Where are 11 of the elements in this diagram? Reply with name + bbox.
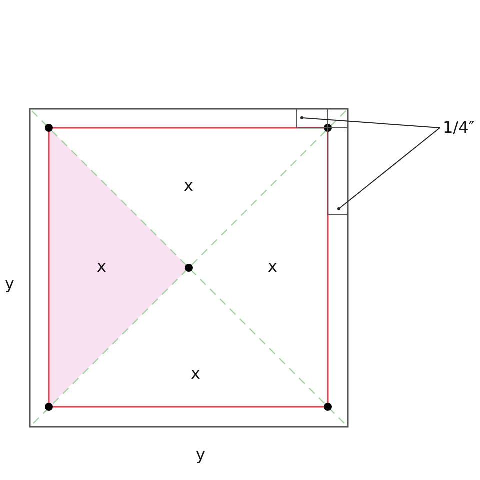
area-label: x (268, 259, 278, 275)
seam-allowance-strip (328, 108, 348, 216)
seam-allowance-strip (296, 108, 348, 128)
dimension-label: y (196, 447, 206, 463)
leader-line (300, 116, 440, 128)
area-label: x (97, 259, 106, 275)
area-label: x (191, 366, 200, 382)
dimension-label: 1/4″ (443, 120, 475, 136)
leader-line (338, 128, 440, 210)
dimension-label: y (5, 276, 14, 292)
area-label: x (184, 178, 194, 194)
